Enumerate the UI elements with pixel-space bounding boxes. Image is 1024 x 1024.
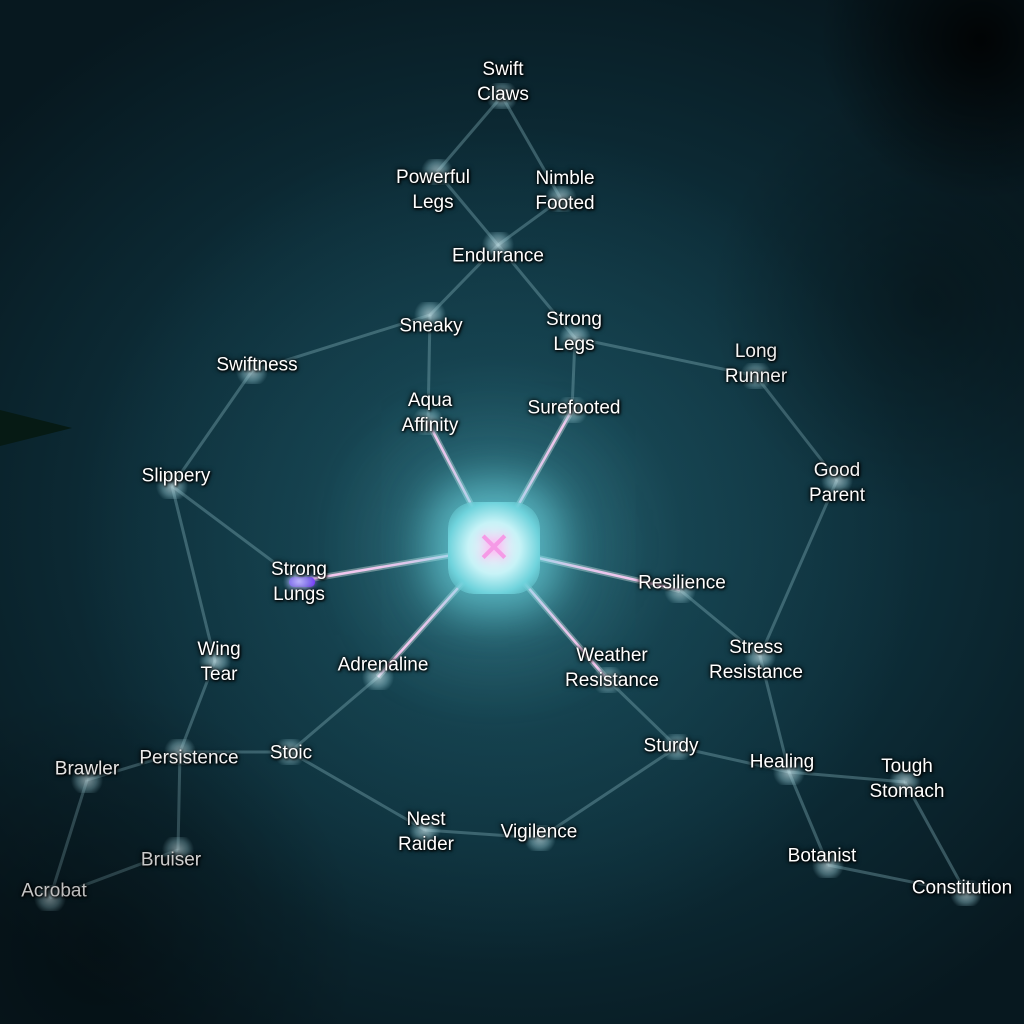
slippery-icon xyxy=(155,473,189,499)
adrenaline-icon xyxy=(361,664,395,690)
swift-claws-icon xyxy=(485,83,519,109)
skill-nest-raider[interactable]: Nest Raider xyxy=(398,809,454,855)
skill-surefooted[interactable]: Surefooted xyxy=(527,397,621,419)
nimble-footed-icon xyxy=(544,186,578,212)
skill-bruiser[interactable]: Bruiser xyxy=(140,849,202,871)
skill-stoic[interactable]: Stoic xyxy=(269,742,313,764)
skill-acrobat[interactable]: Acrobat xyxy=(21,880,87,902)
skill-healing[interactable]: Healing xyxy=(749,751,815,773)
skill-slippery[interactable]: Slippery xyxy=(141,465,211,487)
skill-brawler[interactable]: Brawler xyxy=(54,758,120,780)
skill-link-swift-claws-nimble-footed xyxy=(500,95,563,200)
skill-link-stress-resistance-healing xyxy=(758,655,791,773)
skill-botanist[interactable]: Botanist xyxy=(787,845,857,867)
skill-swiftness[interactable]: Swiftness xyxy=(216,354,298,376)
long-runner-icon xyxy=(739,363,773,389)
center-core-node[interactable]: ✕ xyxy=(448,502,540,594)
skill-link-slippery-wing-tear xyxy=(170,485,217,662)
resilience-icon xyxy=(663,577,697,603)
strong-legs-icon xyxy=(558,325,592,351)
skill-link-nest-raider-vigilence xyxy=(424,828,541,840)
skill-strong-legs[interactable]: Strong Legs xyxy=(546,309,602,355)
surefooted-icon xyxy=(555,397,589,423)
vigilence-icon xyxy=(523,825,557,851)
aqua-affinity-icon xyxy=(411,409,445,435)
skill-link-sturdy-healing xyxy=(676,745,790,774)
skill-resilience[interactable]: Resilience xyxy=(638,572,726,594)
nest-raider-icon xyxy=(408,817,442,843)
endurance-icon xyxy=(481,232,515,258)
skill-link-vigilence-sturdy xyxy=(539,745,678,840)
botanist-icon xyxy=(811,852,845,878)
skill-link-slippery-strong-lungs xyxy=(171,484,300,583)
tough-stomach-icon xyxy=(888,769,922,795)
healing-icon xyxy=(772,759,806,785)
skill-link-wing-tear-persistence xyxy=(178,660,217,753)
persistence-icon xyxy=(163,739,197,765)
skill-link-tough-stomach-constitution xyxy=(903,781,968,894)
left-edge-pointer xyxy=(0,410,72,446)
skill-strong-lungs[interactable]: Strong Lungs xyxy=(271,559,327,605)
skill-powerful-legs[interactable]: Powerful Legs xyxy=(396,167,470,213)
skill-constitution[interactable]: Constitution xyxy=(911,877,1013,899)
skill-link-long-runner-good-parent xyxy=(754,375,839,481)
skill-vigilence[interactable]: Vigilence xyxy=(500,821,578,843)
skill-wing-tear[interactable]: Wing Tear xyxy=(197,639,241,685)
acrobat-icon xyxy=(33,885,67,911)
skill-link-healing-botanist xyxy=(787,771,830,866)
skill-nimble-footed[interactable]: Nimble Footed xyxy=(535,168,595,214)
skill-aqua-affinity[interactable]: Aqua Affinity xyxy=(401,390,459,436)
bruiser-icon xyxy=(161,837,195,863)
skill-endurance[interactable]: Endurance xyxy=(452,245,544,267)
skill-long-runner[interactable]: Long Runner xyxy=(724,341,788,387)
stress-resistance-icon xyxy=(743,643,777,669)
skill-good-parent[interactable]: Good Parent xyxy=(809,460,865,506)
skill-swift-claws[interactable]: Swift Claws xyxy=(477,59,529,105)
skill-weather-resistance[interactable]: Weather Resistance xyxy=(565,645,659,691)
skill-link-good-parent-stress-resistance xyxy=(758,479,839,657)
constitution-icon xyxy=(949,880,983,906)
strong-lungs-icon xyxy=(282,568,316,594)
skill-persistence[interactable]: Persistence xyxy=(139,747,239,769)
weather-resistance-icon xyxy=(591,667,625,693)
skill-link-healing-tough-stomach xyxy=(788,770,906,784)
skill-link-sneaky-swiftness xyxy=(251,313,431,373)
skill-sneaky[interactable]: Sneaky xyxy=(399,315,463,337)
skill-link-stoic-nest-raider xyxy=(289,750,426,832)
swiftness-icon xyxy=(235,358,269,384)
skill-link-adrenaline-stoic xyxy=(289,675,379,754)
skill-adrenaline[interactable]: Adrenaline xyxy=(337,654,429,676)
skill-link-persistence-bruiser xyxy=(176,751,182,851)
skill-link-endurance-strong-legs xyxy=(496,244,577,339)
stoic-icon xyxy=(273,739,307,765)
powerful-legs-icon xyxy=(420,159,454,185)
skill-stress-resistance[interactable]: Stress Resistance xyxy=(709,637,803,683)
skill-link-swiftness-slippery xyxy=(170,370,254,487)
sturdy-icon xyxy=(660,734,694,760)
skill-sturdy[interactable]: Sturdy xyxy=(643,735,699,757)
skill-link-strong-legs-long-runner xyxy=(574,336,757,378)
x-mark-icon: ✕ xyxy=(476,523,512,572)
skill-link-sneaky-aqua-affinity xyxy=(426,314,432,423)
good-parent-icon xyxy=(820,467,854,493)
sneaky-icon xyxy=(413,302,447,328)
skill-link-bruiser-acrobat xyxy=(49,848,179,900)
brawler-icon xyxy=(70,767,104,793)
skill-link-botanist-constitution xyxy=(827,863,967,895)
wing-tear-icon xyxy=(198,648,232,674)
skill-tough-stomach[interactable]: Tough Stomach xyxy=(869,756,945,802)
skill-link-brawler-acrobat xyxy=(48,779,89,899)
